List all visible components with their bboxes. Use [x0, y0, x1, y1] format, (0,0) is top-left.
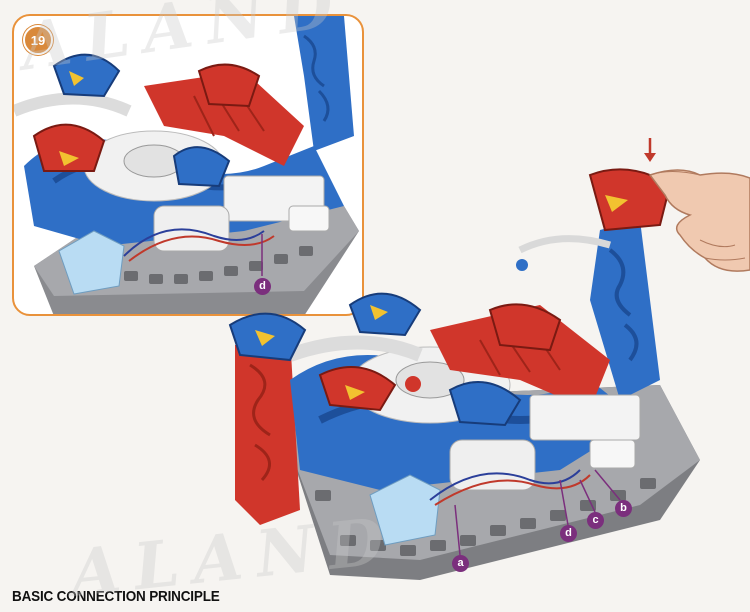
leader-d: [559, 479, 569, 526]
inset-launcher-red-left: [32, 123, 106, 172]
label-c: c: [587, 512, 604, 529]
step-number-badge: 19: [23, 25, 53, 55]
inset-blue-tower: [294, 16, 354, 151]
leader-a: [454, 504, 461, 556]
down-arrow-icon: [644, 138, 656, 162]
pointing-hand-icon: [648, 169, 750, 272]
wire-blue: [429, 469, 581, 501]
section-caption: BASIC CONNECTION PRINCIPLE: [12, 588, 220, 605]
launcher-red-tower-top: [588, 168, 672, 232]
inset-pipe: [14, 92, 132, 117]
ramp-pipe: [287, 335, 423, 362]
inset-switch: [288, 205, 330, 232]
label-d: d: [560, 525, 577, 542]
launcher-blue-top: [348, 292, 422, 337]
red-tower: [235, 335, 300, 525]
label-a: a: [452, 555, 469, 572]
blue-ball: [516, 259, 528, 271]
wire-red: [434, 474, 591, 506]
label-b: b: [615, 500, 632, 517]
leader-b: [594, 469, 621, 501]
inset-wire-blue: [123, 228, 265, 257]
inset-illustration: [14, 16, 359, 314]
label-d-inset: d: [254, 278, 271, 295]
red-ball: [405, 376, 421, 392]
launcher-red-center: [318, 366, 397, 412]
battery-box: [529, 394, 641, 441]
inset-light-blue-part: [58, 230, 125, 295]
inset-launcher-blue-right: [172, 146, 231, 188]
inset-red-wall: [144, 71, 304, 166]
inset-launcher-blue-top: [52, 53, 121, 98]
inset-wire-red: [128, 235, 275, 262]
launcher-blue-right: [448, 381, 522, 427]
launcher-blue-left: [228, 312, 307, 362]
inset-launcher-red-top: [197, 63, 261, 108]
light-blue-part: [369, 474, 441, 546]
switch: [589, 439, 636, 469]
launch-rail: [518, 235, 612, 254]
launcher-red-top: [488, 303, 562, 352]
leader-c: [579, 479, 596, 513]
step-inset-panel: 19: [12, 14, 364, 316]
